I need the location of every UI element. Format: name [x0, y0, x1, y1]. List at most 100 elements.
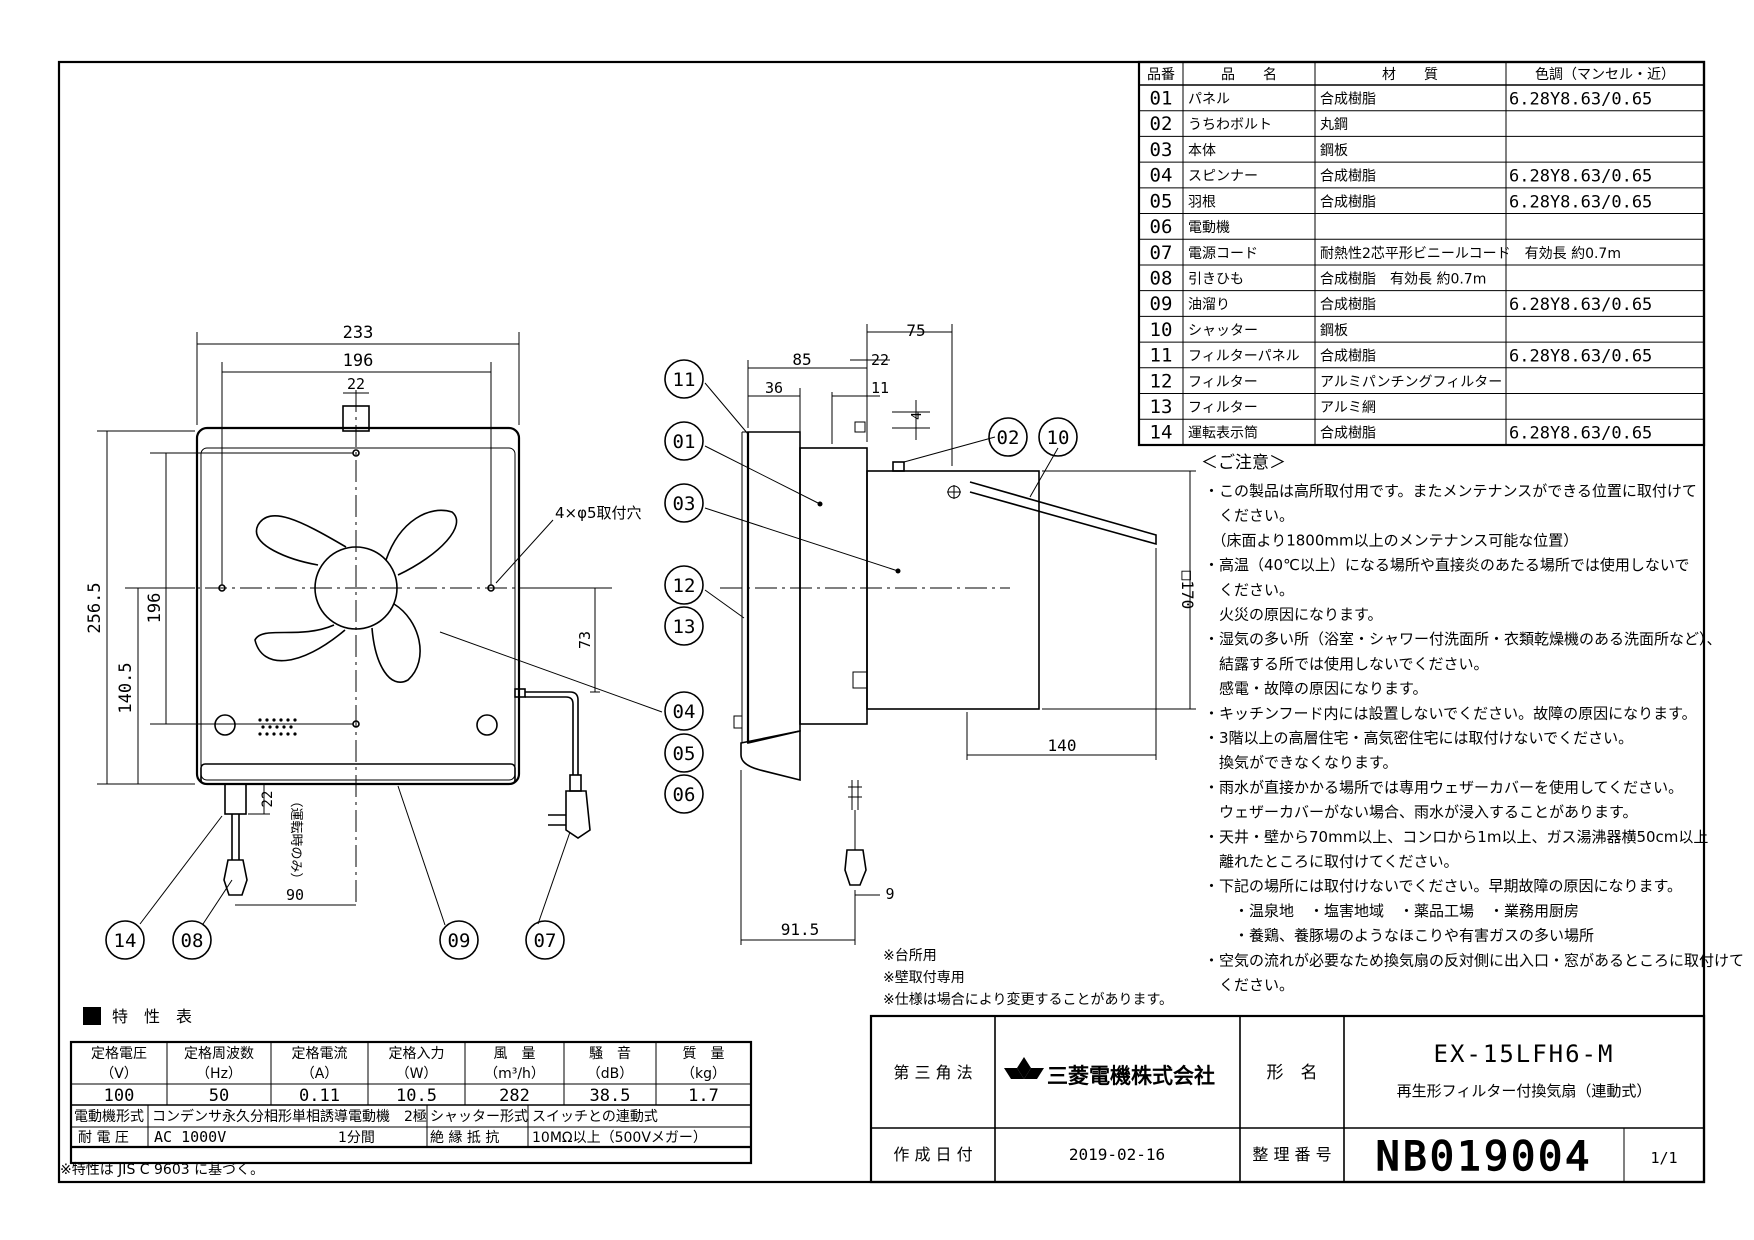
part-number: 10 — [1150, 319, 1173, 341]
spec-motor-value: コンデンサ永久分相形単相誘導電動機 2極 — [152, 1108, 427, 1125]
dim-front-top-tab: 22 — [347, 375, 365, 393]
model-label: 形 名 — [1267, 1063, 1318, 1083]
caution-line: ・湿気の多い所（浴室・シャワー付洗面所・衣類乾燥機のある洗面所など）、 — [1204, 630, 1722, 648]
note-line: ※仕様は場合により変更することがあります。 — [883, 991, 1173, 1008]
spec-value: 100 — [104, 1086, 135, 1106]
spec-title: 特 性 表 — [112, 1007, 192, 1026]
part-balloon-12: 12 — [664, 565, 704, 605]
spec-shutter-label: シャッター形式 — [430, 1109, 528, 1125]
part-name: パネル — [1188, 92, 1230, 108]
part-balloon-09: 09 — [439, 920, 479, 960]
mitsubishi-logo — [1004, 1057, 1044, 1079]
spec-voltage-value: AC 1000V — [154, 1128, 226, 1146]
part-material: 丸鋼 — [1320, 117, 1348, 133]
part-number: 12 — [1150, 370, 1173, 392]
parts-header-material: 材 質 — [1382, 67, 1438, 83]
part-name: フィルター — [1188, 374, 1258, 390]
title-block: 第 三 角 法 三菱電機株式会社 形 名 EX-15LFH6-M 再生形フィルタ… — [869, 1014, 1706, 1184]
caution-line: ・温泉地 ・塩害地域 ・薬品工場 ・業務用厨房 — [1204, 902, 1579, 920]
spec-header: 質 量 — [683, 1046, 725, 1062]
spec-header: 定格周波数 — [184, 1046, 254, 1062]
part-material: 合成樹脂 — [1320, 194, 1376, 210]
caution-line: ください。 — [1204, 581, 1294, 599]
part-number: 03 — [1150, 139, 1173, 161]
spec-header: 定格電圧 — [91, 1046, 147, 1062]
note-line: ※台所用 — [883, 948, 937, 964]
spec-unit: （dB） — [587, 1066, 634, 1082]
caution-line: ウェザーカバーがない場合、雨水が浸入することがあります。 — [1204, 803, 1638, 821]
dim-indicator-drop: 22 — [260, 791, 276, 808]
dim-duct-depth: 140 — [1048, 736, 1077, 755]
spec-value: 50 — [209, 1086, 229, 1106]
part-color: 6.28Y8.63/0.65 — [1509, 90, 1652, 110]
note-line: ※壁取付専用 — [883, 970, 965, 986]
caution-line: ・キッチンフード内には設置しないでください。故障の原因になります。 — [1204, 704, 1697, 722]
part-balloon-14: 14 — [105, 920, 145, 960]
part-name: シャッター — [1188, 323, 1258, 339]
dim-pull-9: 9 — [885, 885, 894, 903]
caution-line: ・3階以上の高層住宅・高気密住宅には取付けないでください。 — [1204, 729, 1633, 747]
side-view: 75 85 22 36 11 4 □170 140 9 91.5 — [704, 321, 1197, 945]
part-number: 01 — [1150, 88, 1173, 110]
caution-line: 感電・故障の原因になります。 — [1204, 680, 1428, 698]
part-material: 合成樹脂 — [1320, 349, 1376, 365]
part-name: 羽根 — [1188, 194, 1216, 210]
balloon-label: 09 — [448, 930, 471, 952]
spec-value: 0.11 — [299, 1086, 340, 1106]
part-number: 04 — [1150, 165, 1173, 187]
caution-line: ・養鶏、養豚場のようなほこりや有害ガスの多い場所 — [1204, 927, 1594, 945]
part-number: 02 — [1150, 113, 1173, 135]
part-color: 6.28Y8.63/0.65 — [1509, 424, 1652, 444]
caution-line: ・高温（40℃以上）になる場所や直接炎のあたる場所では使用しないで — [1204, 556, 1690, 574]
company-name: 三菱電機株式会社 — [1047, 1064, 1215, 1088]
part-name: 本体 — [1188, 143, 1216, 159]
dim-side-11: 11 — [871, 379, 889, 397]
part-balloon-02: 02 — [988, 417, 1028, 457]
balloon-label: 07 — [534, 930, 557, 952]
spec-header: 騒 音 — [589, 1045, 631, 1062]
part-balloon-11: 11 — [664, 359, 704, 399]
part-material: 耐熱性2芯平形ビニールコード 有効長 約0.7m — [1320, 246, 1621, 262]
part-material: 合成樹脂 — [1320, 426, 1376, 442]
part-color: 6.28Y8.63/0.65 — [1509, 295, 1652, 315]
part-material: 合成樹脂 有効長 約0.7m — [1320, 271, 1486, 287]
balloon-label: 06 — [673, 784, 696, 806]
part-balloon-04: 04 — [664, 691, 704, 731]
part-color: 6.28Y8.63/0.65 — [1509, 347, 1652, 367]
spec-unit: （V） — [100, 1066, 138, 1082]
caution-line: ・この製品は高所取付用です。またメンテナンスができる位置に取付けて — [1204, 482, 1697, 500]
part-balloon-08: 08 — [172, 920, 212, 960]
dim-front-width: 233 — [343, 323, 374, 343]
balloon-label: 03 — [673, 493, 696, 515]
dim-duct: □170 — [1178, 571, 1197, 610]
balloon-label: 04 — [673, 701, 696, 723]
part-name: フィルター — [1188, 400, 1258, 416]
balloon-label: 12 — [673, 575, 696, 597]
spec-footnote: ※特性は JIS C 9603 に基づく。 — [60, 1161, 264, 1178]
balloon-label: 10 — [1047, 427, 1070, 449]
part-number: 09 — [1150, 293, 1173, 315]
part-material: アルミパンチングフィルター — [1320, 374, 1502, 390]
part-balloon-06: 06 — [664, 774, 704, 814]
part-name: 電源コード — [1188, 246, 1258, 262]
spec-header: 風 量 — [494, 1046, 536, 1062]
projection-label: 第 三 角 法 — [893, 1063, 972, 1082]
part-balloon-10: 10 — [1038, 417, 1078, 457]
dim-front-center-height: 140.5 — [116, 662, 136, 713]
spec-unit: （m³/h） — [484, 1066, 545, 1082]
spec-motor-label: 電動機形式 — [74, 1109, 144, 1125]
caution-line: ・空気の流れが必要なため換気扇の反対側に出入口・窓があるところに取付けて — [1204, 951, 1744, 969]
balloon-label: 01 — [673, 431, 696, 453]
balloon-label: 02 — [997, 427, 1020, 449]
spec-value: 38.5 — [590, 1086, 631, 1106]
caution-line: 離れたところに取付けてください。 — [1204, 853, 1459, 871]
parts-header-name: 品 名 — [1221, 67, 1277, 83]
drawing-number: NB019004 — [1376, 1134, 1593, 1180]
model-name: EX-15LFH6-M — [1434, 1040, 1615, 1068]
dim-front-vertical-pitch: 196 — [145, 593, 165, 624]
spec-value: 10.5 — [396, 1086, 437, 1106]
balloon-label: 14 — [114, 930, 137, 952]
dim-side-85: 85 — [792, 350, 811, 369]
